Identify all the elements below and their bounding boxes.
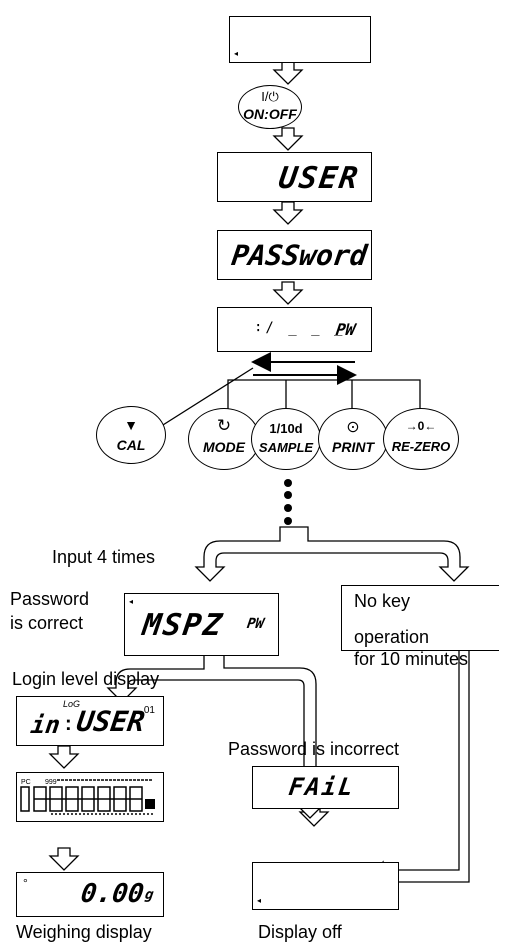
display-weighing: ° 0.00 g [16, 872, 164, 917]
rezero-key[interactable]: →0← RE-ZERO [383, 408, 459, 470]
login-in-text: in [29, 711, 62, 739]
login-level-label: Login level display [12, 669, 160, 689]
login-colon: : [65, 713, 72, 735]
segment-test-pattern: PC 999 [19, 776, 161, 818]
sample-key-top: 1/10d [269, 421, 303, 436]
sample-key-label: SAMPLE [258, 440, 314, 455]
entry-code: MSPZ [140, 608, 226, 643]
mode-key-label: MODE [203, 439, 245, 455]
rezero-key-label: RE-ZERO [391, 439, 451, 454]
indicator-mark: ◂ [129, 597, 134, 606]
pw-tag: PW [334, 320, 357, 339]
weigh-value: 0.00 [78, 879, 146, 909]
input-times-label: Input 4 times [52, 547, 156, 567]
display-code-entry: ◂ MSPZ PW [124, 593, 279, 656]
display-bottom: ◂ [252, 862, 399, 910]
branch-arrow-icon [106, 653, 326, 819]
display-pw-entry: ∶/ _ _ _ PW [217, 307, 372, 352]
cal-key[interactable]: ▼ CAL [96, 406, 166, 464]
svg-text:PC: PC [21, 779, 31, 786]
indicator-mark: ◂ [257, 896, 262, 905]
display-login-level: LoG in : USER 01 [16, 696, 164, 746]
display-all-segments: PC 999 [16, 772, 164, 822]
down-triangle-icon: ▼ [124, 417, 138, 433]
cal-key-label: CAL [116, 437, 146, 453]
branch-arrow-icon [194, 526, 470, 582]
password-incorrect-label: Password is incorrect [228, 739, 400, 759]
no-key-line3: for 10 minutes [354, 649, 469, 669]
blinking-digits: ∶/ _ _ _ [254, 320, 346, 336]
entry-pw-tag: PW [246, 616, 266, 632]
display-fail: FAiL [252, 766, 399, 809]
ellipsis-dots [284, 479, 292, 525]
no-key-line1: No key [354, 591, 411, 611]
login-user-text: USER [74, 705, 147, 738]
svg-text:999: 999 [45, 779, 57, 786]
password-correct-label-line1: Password [10, 589, 90, 609]
down-arrow-icon [272, 61, 304, 85]
weighing-display-label: Weighing display [16, 922, 152, 942]
weigh-unit: g [143, 887, 155, 903]
onoff-key-label: ON:OFF [243, 106, 297, 122]
login-num-text: 01 [143, 705, 155, 716]
indicator-mark: ◂ [234, 49, 239, 58]
down-arrow-icon [272, 127, 304, 151]
display-text: USER [276, 161, 362, 196]
down-arrow-icon [48, 745, 80, 769]
password-correct-label-line2: is correct [10, 613, 84, 633]
zero-arrows-icon: →0← [405, 419, 437, 433]
display-text: FAiL [287, 773, 357, 801]
print-key-label: PRINT [332, 439, 374, 455]
cycle-icon: ↻ [216, 416, 232, 435]
print-icon: ⊙ [346, 419, 360, 436]
down-arrow-icon [272, 201, 304, 225]
display-user: USER [217, 152, 372, 202]
onoff-key[interactable]: I/⏻ ON:OFF [238, 85, 302, 129]
login-small-text: LoG [63, 699, 81, 709]
power-icon: I/⏻ [261, 89, 279, 104]
display-password: PASSword [217, 230, 372, 280]
print-key[interactable]: ⊙ PRINT [318, 408, 388, 470]
no-key-box: No key operation for 10 minutes [341, 585, 499, 669]
down-arrow-icon [272, 281, 304, 305]
display-off-label: Display off [258, 922, 342, 942]
down-arrow-icon [48, 847, 80, 871]
display-text: PASSword [229, 239, 370, 272]
stable-indicator: ° [23, 876, 28, 890]
display-top: ◂ [229, 16, 371, 63]
mode-key[interactable]: ↻ MODE [188, 408, 260, 470]
no-key-line2: operation [354, 627, 430, 647]
sample-key[interactable]: 1/10d SAMPLE [251, 408, 321, 470]
